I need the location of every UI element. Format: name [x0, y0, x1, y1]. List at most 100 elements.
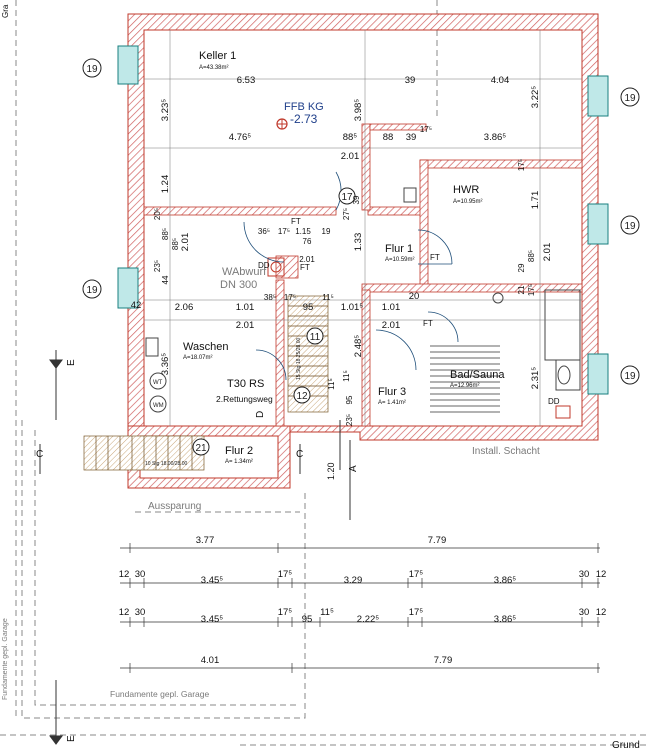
stair-marker-label: 17 [341, 192, 353, 203]
section-markers [39, 350, 351, 745]
dim-label: 3.86⁵ [484, 132, 506, 143]
fundamente-vertical-label: Fundamente gepl. Garage [2, 618, 9, 700]
dim-label: 1.33 [353, 233, 364, 252]
dim-label: 17⁵ [278, 607, 293, 618]
dim-label: 1.01 [236, 302, 255, 313]
windows [117, 45, 609, 395]
dim-label: 12 [119, 607, 130, 618]
room-area: A=12.96m² [450, 383, 480, 389]
dim-label: 1.24 [160, 175, 171, 194]
room-name: Waschen [183, 341, 228, 353]
dim-label: 21 [517, 285, 526, 294]
dim-label: 42 [131, 300, 142, 311]
room-name: HWR [453, 184, 479, 196]
stair-marker-label: 11 [310, 332, 321, 343]
dim-label: 3.45⁵ [201, 614, 223, 625]
bottom-dimension-lines [120, 543, 600, 673]
dim-label: 1.71 [530, 191, 541, 210]
dim-label: 11⁵ [342, 370, 351, 382]
dim-label: 2.01 [180, 233, 191, 252]
dim-label: 30 [135, 569, 146, 580]
dim-label: 23⁵ [345, 414, 354, 426]
grundriss-label: Grund [612, 740, 640, 750]
dim-label: 11⁵ [322, 293, 334, 302]
dim-label: 39 [405, 75, 416, 86]
aussparung-label: Aussparung [148, 501, 201, 512]
dim-label: 12 [596, 569, 607, 580]
fixtures [145, 187, 581, 419]
dim-label: 2.01 [299, 255, 315, 264]
dim-label: 20⁵ [153, 208, 162, 220]
dim-label: 12 [596, 607, 607, 618]
room-area: A=18.07m² [183, 355, 213, 361]
ft-label: FT [423, 319, 433, 328]
outer-walls [127, 13, 599, 489]
door-swings [243, 171, 459, 381]
section-label: D [255, 411, 266, 418]
dim-label: 36⁵ [258, 227, 270, 236]
stairs [83, 295, 500, 471]
ffb-level: -2.73 [290, 112, 318, 126]
washer-icon [149, 395, 167, 413]
dim-label: 3.77 [196, 535, 215, 546]
wm-label: WM [153, 403, 164, 409]
dim-label: 11⁵ [320, 607, 334, 618]
room-name: Keller 1 [199, 50, 236, 62]
dim-label: 3.22⁵ [530, 86, 541, 108]
dim-label: 2.01 [542, 243, 553, 262]
dim-label: 88⁵ [343, 132, 358, 143]
window-marker-label: 19 [624, 371, 636, 382]
dim-label: 88⁵ [527, 250, 536, 262]
dim-label: 2.06 [175, 302, 194, 313]
dim-label: 17⁵ [527, 284, 536, 296]
dd-label: DD [258, 261, 270, 270]
dim-label: 95 [345, 395, 354, 404]
dim-label: 4.76⁵ [229, 132, 251, 143]
dim-label: 4.04 [491, 75, 510, 86]
dim-label: 2.01 [341, 151, 360, 162]
dim-label: 1.01⁵ [341, 302, 363, 313]
dim-label: 88⁵ [171, 238, 180, 250]
dim-label: 17⁵ [284, 293, 296, 302]
dim-label: 3.86⁵ [494, 575, 516, 586]
ffb-label: FFB KG [284, 101, 324, 113]
dim-label: 6.53 [237, 75, 256, 86]
dim-label: 1.15 [295, 227, 311, 236]
dim-label: 20 [409, 291, 420, 302]
room-area: A= 1.34m² [225, 459, 253, 465]
room-name: Flur 2 [225, 445, 253, 457]
dim-label: 3.29 [344, 575, 363, 586]
room-area: A=43.38m² [199, 65, 229, 71]
interior-dimension-lines [144, 30, 582, 426]
dim-label: 95 [303, 302, 314, 313]
rettungsweg-label: 2.Rettungsweg [216, 394, 273, 404]
dim-label: 17⁵ [409, 569, 424, 580]
dim-label: 1.01 [382, 302, 401, 313]
room-area: A=10.95m² [453, 199, 483, 205]
dim-label: 2.22⁵ [357, 614, 379, 625]
room-name: Flur 1 [385, 243, 413, 255]
window-marker-label: 19 [86, 64, 98, 75]
dim-label: 7.79 [428, 535, 447, 546]
window-marker-label: 19 [86, 285, 98, 296]
dim-label: 3.23⁵ [160, 99, 171, 121]
dim-label: 88⁵ [161, 228, 170, 240]
dim-label: 3.36⁵ [160, 353, 171, 375]
dim-label: 12 [119, 569, 130, 580]
window-markers [82, 58, 640, 456]
dim-label: 17⁵ [420, 125, 432, 134]
section-label: C [36, 449, 43, 460]
dim-label: 30 [135, 607, 146, 618]
ft-label: FT [291, 217, 301, 226]
interior-walls [143, 123, 583, 427]
room-area: A= 1.41m² [378, 400, 406, 406]
window-marker-label: 19 [624, 93, 636, 104]
dim-label: 29 [517, 263, 526, 272]
ft-label: FT [430, 253, 440, 262]
dd-label: DD [548, 397, 560, 406]
dim-label: 1.20 [326, 462, 336, 480]
dim-label: 39 [406, 132, 417, 143]
section-label: C [296, 449, 303, 460]
